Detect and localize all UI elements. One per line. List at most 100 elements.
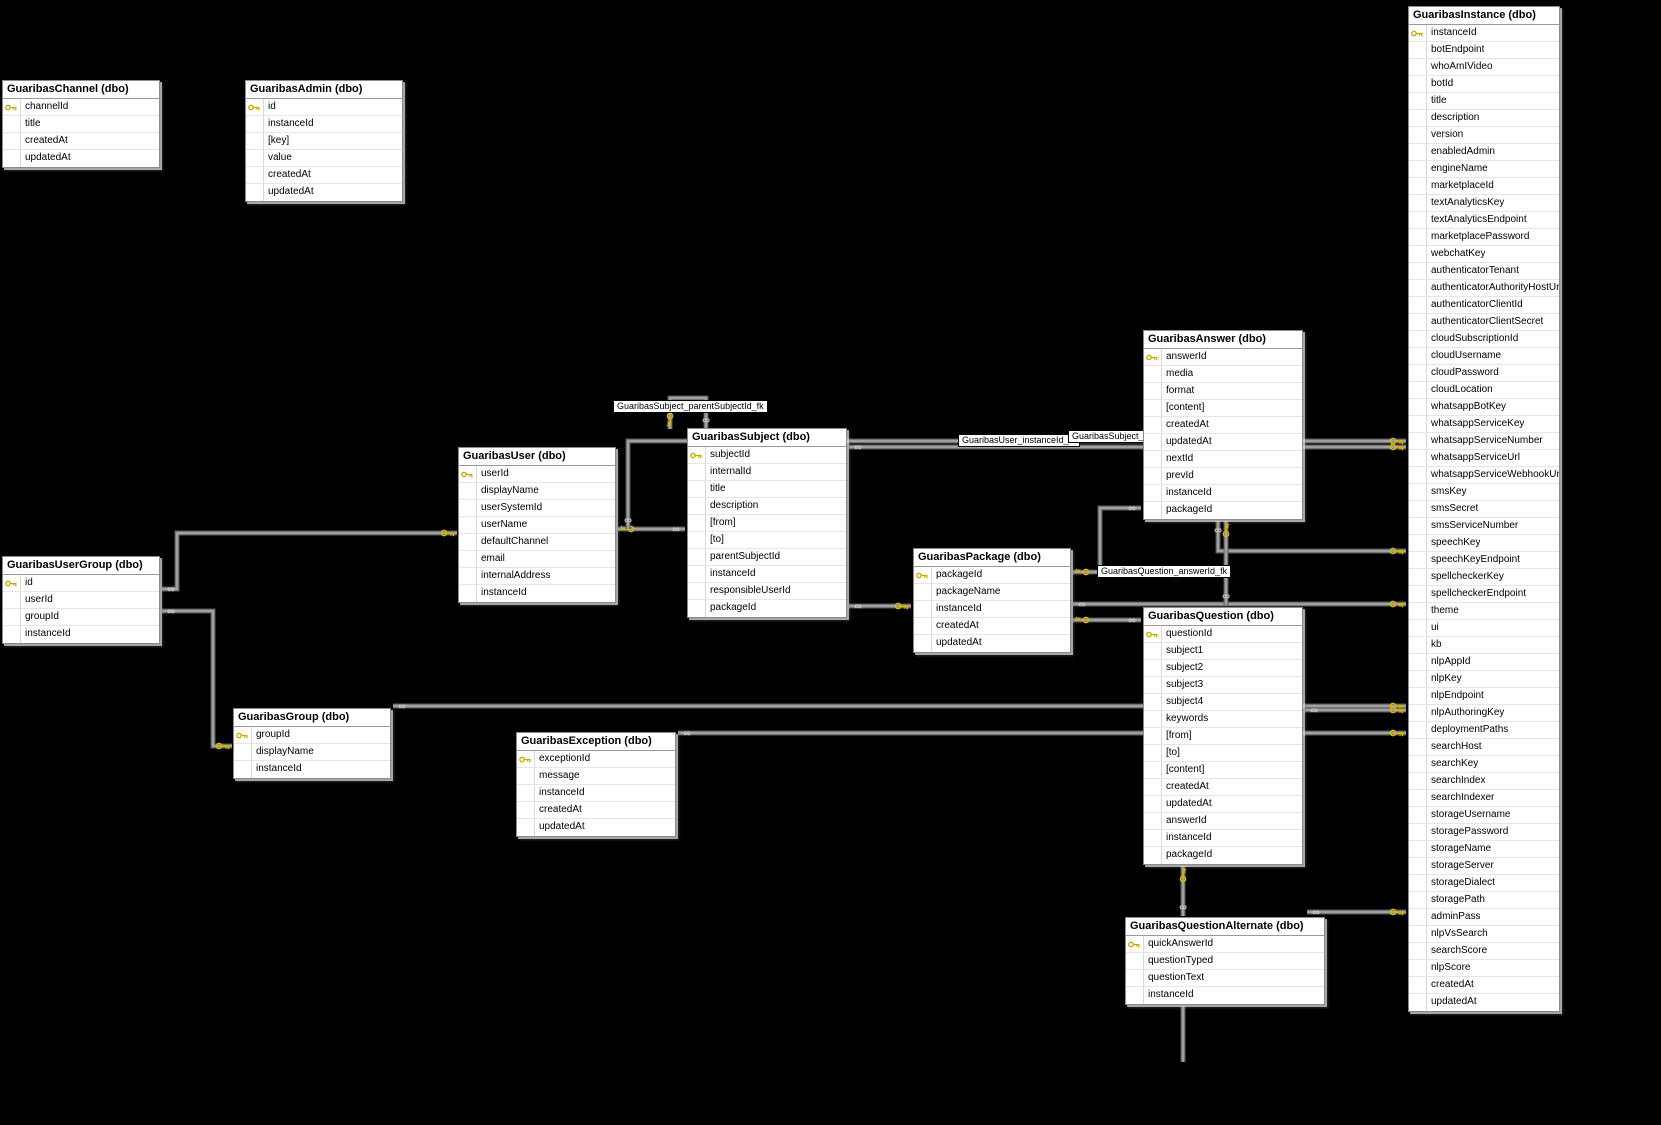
table-row[interactable]: kb [1409, 637, 1559, 654]
relationship-label[interactable]: GuaribasQuestion_answerId_fk [1097, 565, 1232, 578]
table-row[interactable]: smsSecret [1409, 501, 1559, 518]
table-row[interactable]: internalId [688, 464, 846, 481]
table-row[interactable]: marketplacePassword [1409, 229, 1559, 246]
table-title[interactable]: GuaribasPackage (dbo) [914, 549, 1070, 567]
table-row[interactable]: userId [459, 466, 615, 483]
table-row[interactable]: keywords [1144, 711, 1302, 728]
table-row[interactable]: adminPass [1409, 909, 1559, 926]
relationship-connector-subject_packageId_fk[interactable]: ∞ [849, 601, 911, 613]
relationship-connector-question_instanceId_fk[interactable]: ∞ [1305, 705, 1406, 717]
relationship-connector-questionalternate_question_fk[interactable]: ∞ [1179, 866, 1187, 916]
table-title[interactable]: GuaribasAnswer (dbo) [1144, 331, 1302, 349]
table-row[interactable]: instanceId [1144, 830, 1302, 847]
table-row[interactable]: responsibleUserId [688, 583, 846, 600]
table-row[interactable]: smsKey [1409, 484, 1559, 501]
table-row[interactable]: textAnalyticsKey [1409, 195, 1559, 212]
table-row[interactable]: packageId [914, 567, 1070, 584]
table-row[interactable]: description [688, 498, 846, 515]
table-title[interactable]: GuaribasUser (dbo) [459, 448, 615, 466]
table-row[interactable]: defaultChannel [459, 534, 615, 551]
table-row[interactable]: quickAnswerId [1126, 936, 1324, 953]
table-row[interactable]: instanceId [688, 566, 846, 583]
relationship-label[interactable]: GuaribasUser_instanceId_fk [958, 434, 1080, 447]
table-row[interactable]: deploymentPaths [1409, 722, 1559, 739]
table-row[interactable]: questionText [1126, 970, 1324, 987]
table-row[interactable]: instanceId [234, 761, 390, 778]
table-row[interactable]: instanceId [246, 116, 402, 133]
table-row[interactable]: authenticatorClientId [1409, 297, 1559, 314]
table-row[interactable]: speechKey [1409, 535, 1559, 552]
table-row[interactable]: packageName [914, 584, 1070, 601]
table-row[interactable]: packageId [688, 600, 846, 617]
table-row[interactable]: [to] [688, 532, 846, 549]
table-row[interactable]: storagePath [1409, 892, 1559, 909]
relationship-connector-question_answerId_fk[interactable]: ∞ [1222, 521, 1230, 605]
table-row[interactable]: nlpKey [1409, 671, 1559, 688]
table-title[interactable]: GuaribasUserGroup (dbo) [3, 557, 159, 575]
table-row[interactable]: whatsappServiceKey [1409, 416, 1559, 433]
table-row[interactable]: searchIndex [1409, 773, 1559, 790]
table-row[interactable]: speechKeyEndpoint [1409, 552, 1559, 569]
table-row[interactable]: subjectId [688, 447, 846, 464]
table-row[interactable]: nextId [1144, 451, 1302, 468]
table-row[interactable]: instanceId [517, 785, 675, 802]
table-row[interactable]: spellcheckerKey [1409, 569, 1559, 586]
relationship-connector-questionalternate_instanceId_fk[interactable]: ∞ [1307, 907, 1406, 919]
table-row[interactable]: nlpAuthoringKey [1409, 705, 1559, 722]
table-title[interactable]: GuaribasQuestionAlternate (dbo) [1126, 918, 1324, 936]
table-row[interactable]: updatedAt [1409, 994, 1559, 1011]
table-row[interactable]: whatsappServiceWebhookUrl [1409, 467, 1559, 484]
table-row[interactable]: channelId [3, 99, 159, 116]
table-row[interactable]: displayName [459, 483, 615, 500]
table-row[interactable]: ui [1409, 620, 1559, 637]
table-row[interactable]: cloudLocation [1409, 382, 1559, 399]
table-row[interactable]: message [517, 768, 675, 785]
table-row[interactable]: parentSubjectId [688, 549, 846, 566]
table-row[interactable]: instanceId [1144, 485, 1302, 502]
table-title[interactable]: GuaribasException (dbo) [517, 733, 675, 751]
relationship-connector-package_instanceId_fk[interactable]: ∞ [1073, 599, 1406, 611]
table-row[interactable]: theme [1409, 603, 1559, 620]
table-row[interactable]: createdAt [914, 618, 1070, 635]
table-row[interactable]: title [1409, 93, 1559, 110]
table-row[interactable]: instanceId [3, 626, 159, 643]
table-title[interactable]: GuaribasGroup (dbo) [234, 709, 390, 727]
table-row[interactable]: webchatKey [1409, 246, 1559, 263]
table-row[interactable]: subject4 [1144, 694, 1302, 711]
table-row[interactable]: nlpAppId [1409, 654, 1559, 671]
table-row[interactable]: answerId [1144, 813, 1302, 830]
relationship-connector-question_packageId_fk[interactable]: ∞ [1073, 615, 1141, 627]
table-row[interactable]: userId [3, 592, 159, 609]
relationship-connector-subject_instanceId_fk[interactable]: ∞ [849, 442, 1406, 454]
table-row[interactable]: [from] [1144, 728, 1302, 745]
table-row[interactable]: description [1409, 110, 1559, 127]
table-row[interactable]: [key] [246, 133, 402, 150]
table-row[interactable]: value [246, 150, 402, 167]
table-row[interactable]: botId [1409, 76, 1559, 93]
table-row[interactable]: cloudUsername [1409, 348, 1559, 365]
table-row[interactable]: searchScore [1409, 943, 1559, 960]
table-row[interactable]: instanceId [1409, 25, 1559, 42]
table-row[interactable]: storagePassword [1409, 824, 1559, 841]
table-row[interactable]: updatedAt [246, 184, 402, 201]
table-row[interactable]: createdAt [517, 802, 675, 819]
table-row[interactable]: prevId [1144, 468, 1302, 485]
table-row[interactable]: textAnalyticsEndpoint [1409, 212, 1559, 229]
table-row[interactable]: botEndpoint [1409, 42, 1559, 59]
table-row[interactable]: createdAt [1144, 779, 1302, 796]
table-row[interactable]: updatedAt [1144, 434, 1302, 451]
table-row[interactable]: authenticatorAuthorityHostUrl [1409, 280, 1559, 297]
table-row[interactable]: title [688, 481, 846, 498]
table-row[interactable]: format [1144, 383, 1302, 400]
table-row[interactable]: updatedAt [3, 150, 159, 167]
table-row[interactable]: nlpScore [1409, 960, 1559, 977]
table-row[interactable]: nlpEndpoint [1409, 688, 1559, 705]
table-row[interactable]: media [1144, 366, 1302, 383]
table-row[interactable]: [content] [1144, 762, 1302, 779]
table-title[interactable]: GuaribasAdmin (dbo) [246, 81, 402, 99]
table-row[interactable]: enabledAdmin [1409, 144, 1559, 161]
table-row[interactable]: searchKey [1409, 756, 1559, 773]
table-row[interactable]: searchIndexer [1409, 790, 1559, 807]
table-row[interactable]: storageServer [1409, 858, 1559, 875]
